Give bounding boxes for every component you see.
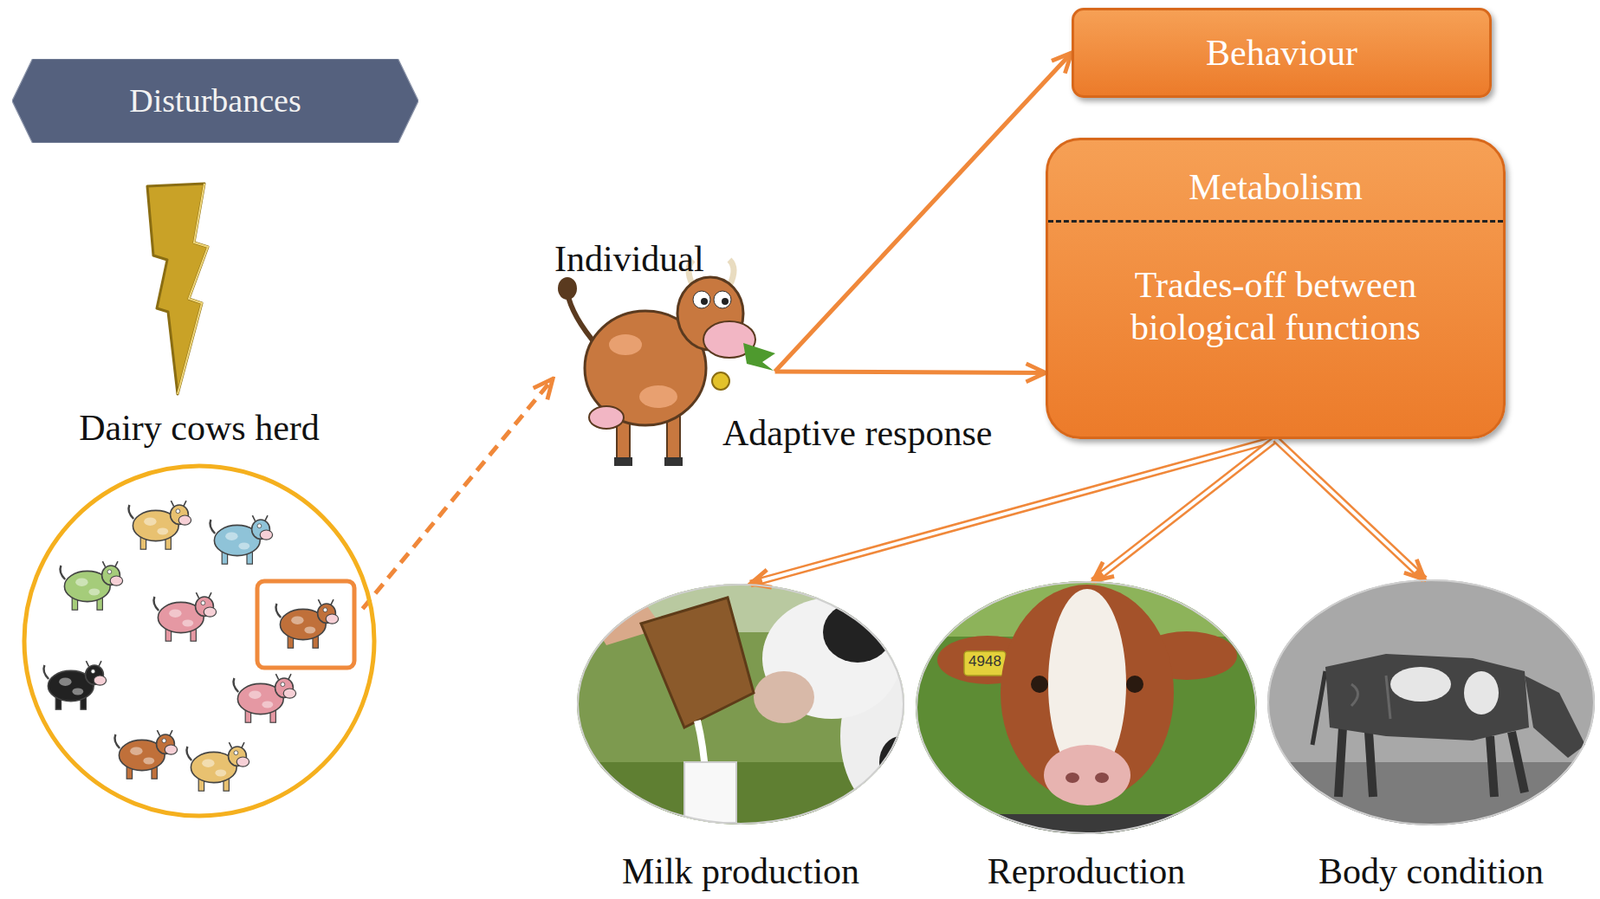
arrow-connector — [775, 371, 1046, 373]
node-text: Dairy cows herd — [21, 407, 377, 449]
node-text: Behaviour — [1205, 32, 1358, 74]
arrow-connector — [750, 439, 1276, 584]
node-text: Metabolism — [1048, 140, 1503, 223]
ellipse-outline — [1267, 579, 1595, 826]
node-text: Individual — [545, 238, 780, 280]
photo-ellipse: Body condition — [1267, 579, 1595, 893]
reproduction-photo — [909, 576, 1265, 841]
metabolism-box: MetabolismTrades-off between biological … — [1045, 137, 1506, 440]
photo-ellipse: Milk production — [576, 583, 905, 893]
banner-hexagon: Disturbances — [12, 58, 419, 143]
herd-cows — [43, 500, 355, 791]
behaviour-box: Behaviour — [1071, 7, 1492, 98]
node-text: Disturbances — [94, 82, 336, 121]
node-text: Trades-off between biological functions — [1063, 222, 1488, 349]
circle-outline — [21, 463, 377, 819]
lightning-bolt — [147, 183, 208, 395]
photo-ellipse: Reproduction — [915, 581, 1257, 893]
ellipse-outline — [576, 583, 905, 825]
arrow-connector — [362, 378, 553, 609]
body-condition-photo — [1260, 571, 1600, 832]
milk-photo — [571, 580, 945, 832]
node-text: Reproduction — [915, 850, 1257, 893]
arrow-connector — [1276, 439, 1426, 580]
node-text: Body condition — [1267, 850, 1595, 893]
annotation-label: Adaptive response — [722, 412, 992, 454]
node-text: Milk production — [576, 850, 905, 893]
ellipse-outline — [915, 581, 1257, 835]
herd-circle: Dairy cows herd — [21, 407, 377, 819]
arrow-connector — [1093, 439, 1277, 582]
tag-number: 4948 — [964, 653, 1006, 671]
arrow-connector — [775, 52, 1072, 372]
